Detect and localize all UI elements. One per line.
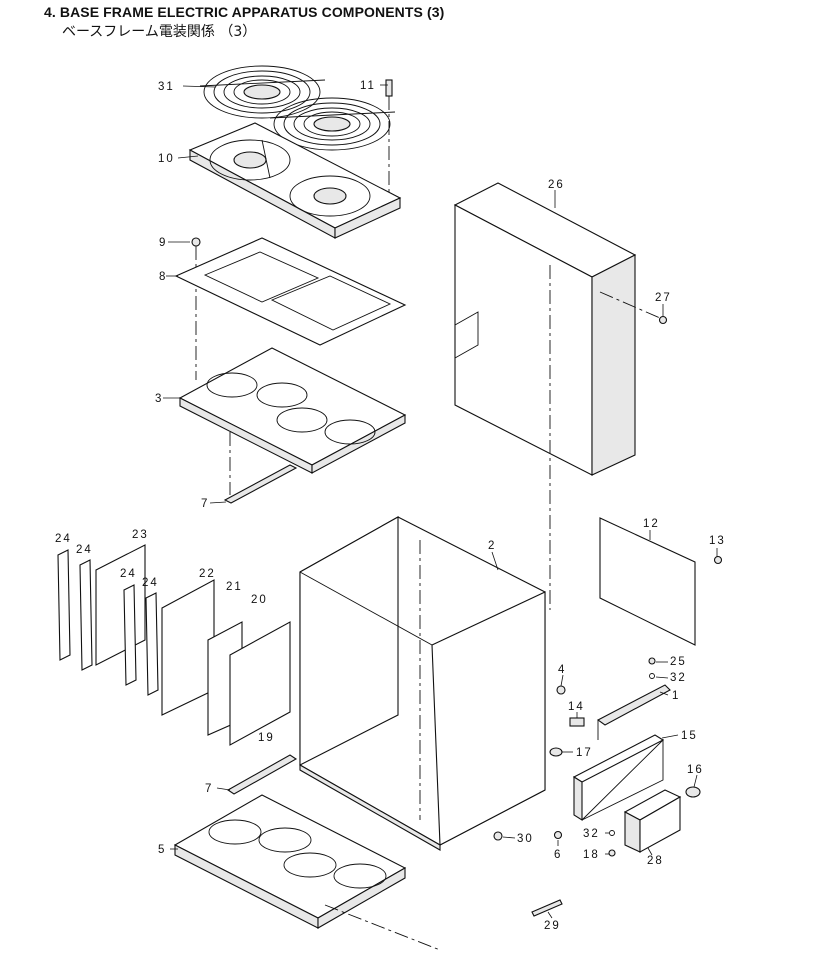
gasket-plate-8 xyxy=(174,237,407,346)
callout-28: 28 xyxy=(647,855,664,867)
leader-lines xyxy=(163,84,718,919)
nut-9 xyxy=(191,237,201,380)
screw-11 xyxy=(385,79,393,200)
callout-24-a: 24 xyxy=(55,533,72,545)
page-subtitle: ベースフレーム電装関係 （3） xyxy=(62,24,257,40)
callout-18: 18 xyxy=(583,849,600,861)
callout-4: 4 xyxy=(558,664,566,676)
callout-22: 22 xyxy=(199,568,216,580)
callout-7-upper: 7 xyxy=(201,498,209,510)
rod-29 xyxy=(531,899,563,917)
callout-20: 20 xyxy=(251,594,268,606)
panel-12 xyxy=(599,517,723,646)
page-title: 4. BASE FRAME ELECTRIC APPARATUS COMPONE… xyxy=(44,4,445,20)
bracket-15 xyxy=(572,734,665,821)
block-28 xyxy=(623,789,682,853)
callout-26: 26 xyxy=(548,179,565,191)
callout-23: 23 xyxy=(132,529,149,541)
callout-12: 12 xyxy=(643,518,660,530)
callout-8: 8 xyxy=(159,271,167,283)
callout-7-lower: 7 xyxy=(205,783,213,795)
callout-labels: 31 11 10 9 8 3 7 26 27 24 24 23 24 24 22… xyxy=(55,80,726,932)
callout-32-b: 32 xyxy=(583,828,600,840)
rail-7-lower xyxy=(226,754,298,795)
callout-24-d: 24 xyxy=(142,577,159,589)
pcb-boards xyxy=(57,544,291,746)
callout-10: 10 xyxy=(158,153,175,165)
fan-guard-right xyxy=(269,97,396,151)
callout-32-a: 32 xyxy=(670,672,687,684)
callout-11: 11 xyxy=(360,80,376,92)
callout-17: 17 xyxy=(576,747,593,759)
cover-26 xyxy=(453,182,637,476)
callout-15: 15 xyxy=(681,730,698,742)
callout-29: 29 xyxy=(544,920,561,932)
callout-16: 16 xyxy=(687,764,704,776)
callout-21: 21 xyxy=(226,581,243,593)
cooling-fans xyxy=(188,122,402,239)
fan-plate-upper xyxy=(178,347,407,474)
rail-7-upper xyxy=(223,432,298,504)
fan-guard-left xyxy=(199,65,326,119)
fan-plate-lower xyxy=(173,794,441,951)
callout-1: 1 xyxy=(672,690,680,702)
callout-19: 19 xyxy=(258,732,275,744)
callout-3: 3 xyxy=(155,393,163,405)
callout-9: 9 xyxy=(159,237,167,249)
screw-27 xyxy=(599,291,668,325)
callout-27: 27 xyxy=(655,292,672,304)
callout-2: 2 xyxy=(488,540,496,552)
callout-31: 31 xyxy=(158,81,175,93)
main-frame-2 xyxy=(299,265,551,851)
callout-6: 6 xyxy=(554,849,562,861)
callout-24-c: 24 xyxy=(120,568,137,580)
callout-5: 5 xyxy=(158,844,166,856)
callout-14: 14 xyxy=(568,701,585,713)
callout-25: 25 xyxy=(670,656,687,668)
bracket-1 xyxy=(596,684,671,740)
callout-30: 30 xyxy=(517,833,534,845)
callout-24-b: 24 xyxy=(76,544,93,556)
callout-13: 13 xyxy=(709,535,726,547)
